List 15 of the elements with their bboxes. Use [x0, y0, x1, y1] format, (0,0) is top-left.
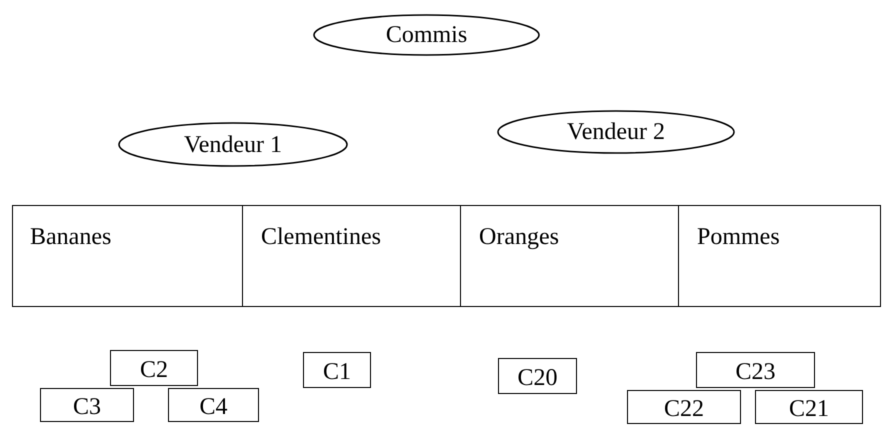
- table-column: Clementines: [242, 205, 460, 307]
- ellipse-node: Vendeur 2: [497, 110, 735, 154]
- card-box: C23: [696, 352, 815, 388]
- card-box: C22: [627, 390, 741, 424]
- ellipse-node: Commis: [313, 14, 540, 56]
- card-box: C4: [168, 388, 259, 422]
- card-box: C1: [303, 352, 371, 388]
- ellipse-node: Vendeur 1: [118, 122, 348, 167]
- table-column: Pommes: [678, 205, 881, 307]
- card-box: C20: [498, 358, 577, 394]
- card-box: C3: [40, 388, 134, 422]
- card-box: C21: [755, 390, 863, 424]
- card-box: C2: [110, 350, 198, 386]
- table-column: Oranges: [460, 205, 678, 307]
- table-column: Bananes: [12, 205, 242, 307]
